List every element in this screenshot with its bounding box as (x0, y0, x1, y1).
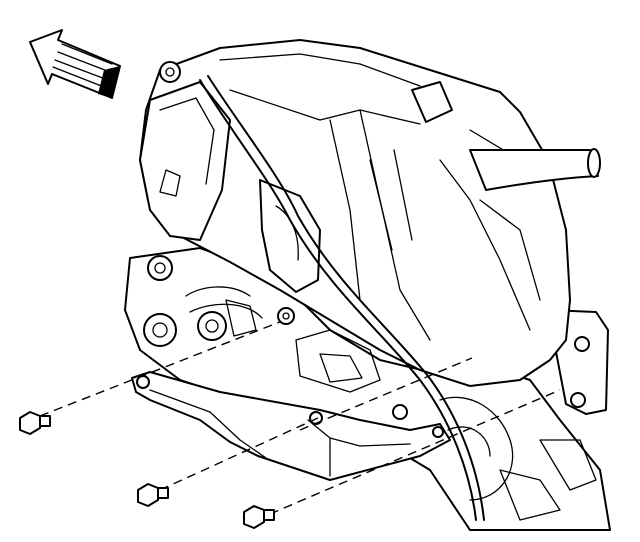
bracket-bolt (19, 411, 51, 435)
support-bracket (131, 371, 451, 481)
bracket-bolt (137, 483, 169, 507)
bolt-alignment-lines (39, 317, 561, 515)
bracket-bolt (277, 307, 295, 325)
front-arrow-icon (29, 29, 121, 99)
bracket-bolt (243, 505, 275, 529)
vacuum-hose (199, 75, 485, 521)
upper-intake-manifold (139, 39, 601, 387)
